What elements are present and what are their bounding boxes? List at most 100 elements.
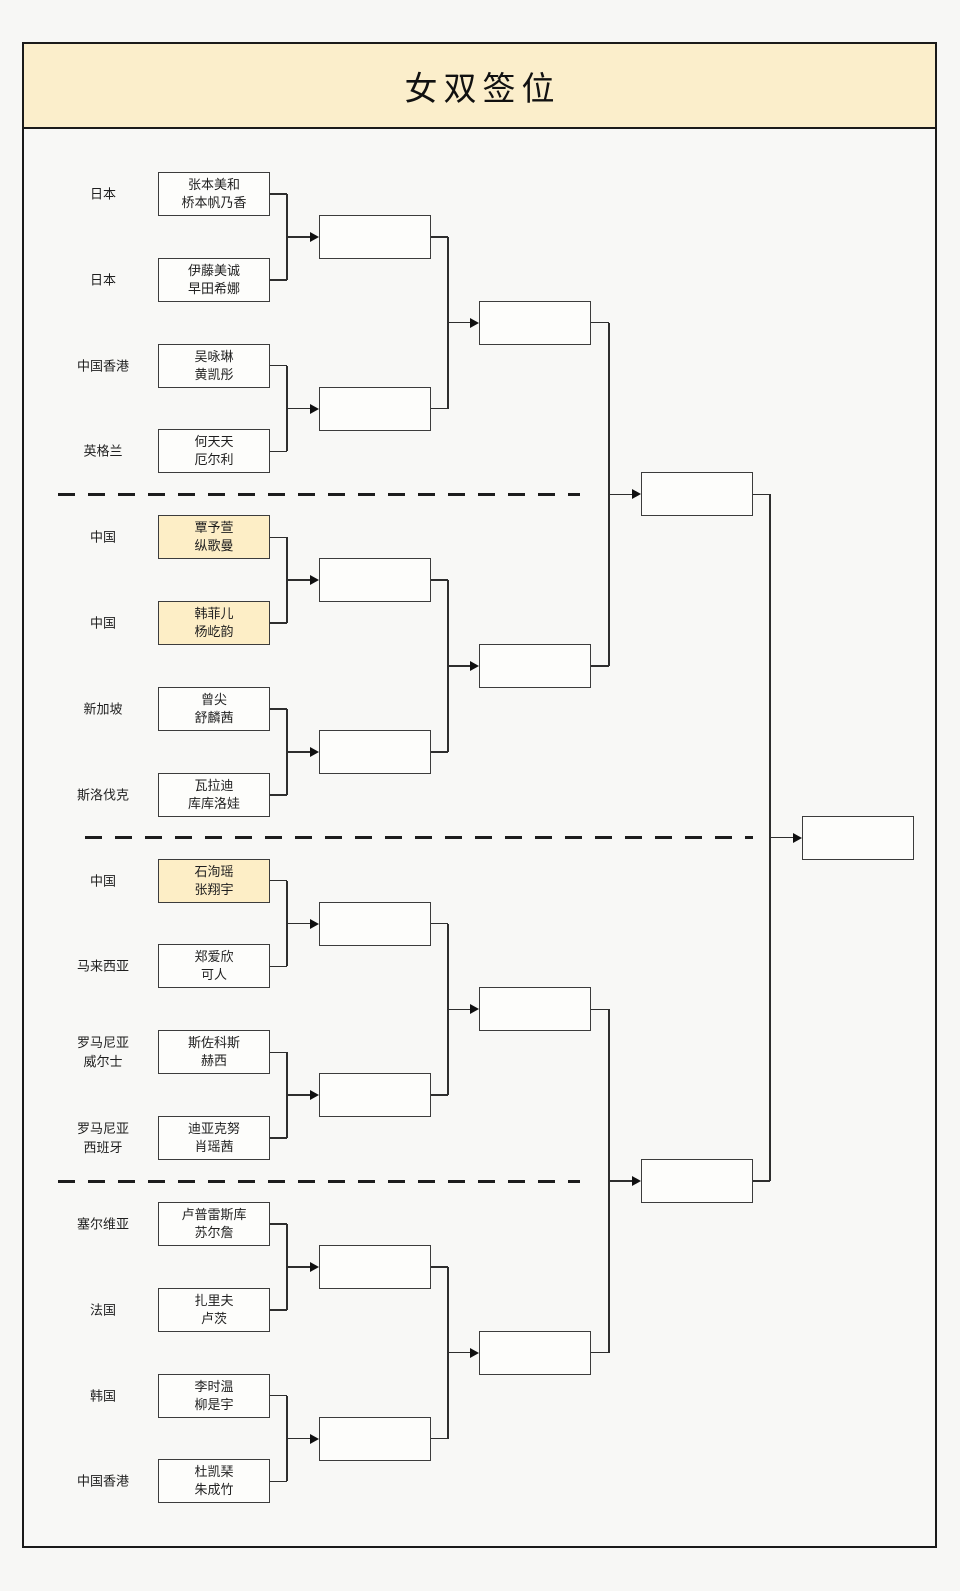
connector-line	[448, 321, 471, 324]
country-label: 罗马尼亚 西班牙	[76, 1121, 129, 1156]
connector-line	[270, 364, 287, 367]
player-name: 厄尔利	[194, 452, 234, 468]
connector-line	[270, 1137, 287, 1139]
connector-line	[753, 1180, 770, 1182]
connector-line	[270, 1480, 287, 1483]
country-label: 罗马尼亚 威尔士	[76, 1035, 129, 1070]
connector-line	[431, 1266, 448, 1268]
player-name: 何天天	[194, 434, 234, 450]
arrowhead-icon	[470, 1004, 479, 1015]
quarter-divider	[58, 1179, 580, 1183]
country-label: 新加坡	[83, 701, 123, 717]
connector-line	[270, 1223, 287, 1225]
player-name: 石洵瑶	[194, 863, 234, 879]
player-name: 卢茨	[200, 1310, 227, 1326]
connector-line	[270, 193, 287, 195]
connector-line	[591, 321, 609, 324]
connector-line	[448, 1351, 471, 1354]
country-label: 日本	[89, 272, 116, 288]
arrowhead-icon	[310, 918, 319, 929]
connector-line	[591, 1008, 609, 1011]
country-label: 塞尔维亚	[76, 1216, 129, 1232]
arrowhead-icon	[310, 1261, 319, 1272]
entry-box: 迪亚克努肖瑶茜	[158, 1116, 270, 1161]
country-label: 斯洛伐克	[76, 787, 129, 803]
country-label: 中国	[89, 873, 116, 889]
connector-line	[431, 922, 448, 925]
arrowhead-icon	[310, 746, 319, 757]
connector-line	[591, 1351, 609, 1354]
player-name: 赫西	[200, 1053, 227, 1069]
player-name: 瓦拉迪	[194, 777, 234, 793]
entry-box: 伊藤美诚早田希娜	[158, 257, 270, 302]
country-label: 日本	[89, 186, 116, 202]
entry-box: 扎里夫卢茨	[158, 1287, 270, 1332]
connector-line	[270, 965, 287, 968]
arrowhead-icon	[793, 832, 802, 843]
arrowhead-icon	[310, 403, 319, 414]
entry-box: 郑爱欣可人	[158, 944, 270, 989]
entry-box: 杜凯琹朱成竹	[158, 1459, 270, 1504]
entry-box: 张本美和桥本帆乃香	[158, 172, 270, 216]
winner-box-r16-6	[319, 1073, 431, 1118]
arrowhead-icon	[310, 575, 319, 586]
winner-box-r16-8	[319, 1416, 431, 1461]
winner-box-r16-3	[319, 558, 431, 603]
country-label: 马来西亚	[76, 958, 129, 974]
arrowhead-icon	[470, 1347, 479, 1358]
entry-box: 覃予萱纵歌曼	[158, 515, 270, 560]
player-name: 郑爱欣	[194, 949, 234, 965]
connector-line	[270, 450, 287, 453]
arrowhead-icon	[470, 317, 479, 328]
player-name: 卢普雷斯库	[181, 1206, 247, 1222]
connector-line	[287, 1266, 311, 1268]
country-label: 中国香港	[76, 1473, 129, 1489]
country-label: 中国	[89, 615, 116, 631]
winner-box-r16-5	[319, 901, 431, 946]
player-name: 苏尔詹	[194, 1224, 234, 1240]
quarter-divider	[58, 492, 580, 496]
winner-box-qf-2	[479, 644, 591, 689]
connector-line	[287, 922, 311, 925]
player-name: 早田希娜	[187, 280, 240, 296]
country-label: 中国	[89, 529, 116, 545]
quarter-divider	[85, 836, 753, 840]
connector-line	[753, 493, 770, 496]
title-band: 女双签位	[22, 42, 937, 129]
entry-box: 吴咏琳黄凯彤	[158, 343, 270, 388]
winner-box-r16-2	[319, 386, 431, 431]
connector-line	[270, 622, 287, 624]
player-name: 张本美和	[187, 177, 240, 192]
player-name: 可人	[200, 967, 227, 983]
entry-box: 何天天厄尔利	[158, 429, 270, 474]
connector-line	[287, 1094, 311, 1096]
player-name: 张翔宇	[194, 881, 234, 897]
winner-box-r16-1	[319, 214, 431, 259]
connector-line	[431, 1094, 448, 1096]
player-name: 杨屹韵	[194, 624, 234, 640]
arrowhead-icon	[310, 1090, 319, 1101]
entry-box: 斯佐科斯赫西	[158, 1030, 270, 1075]
connector-line	[287, 579, 311, 581]
player-name: 吴咏琳	[194, 348, 234, 364]
arrowhead-icon	[310, 1433, 319, 1444]
winner-box-r16-7	[319, 1244, 431, 1289]
connector-line	[770, 836, 794, 839]
player-name: 桥本帆乃香	[181, 195, 247, 210]
player-name: 斯佐科斯	[187, 1035, 240, 1051]
entry-box: 韩菲儿杨屹韵	[158, 601, 270, 646]
player-name: 李时温	[194, 1378, 234, 1394]
connector-line	[431, 407, 448, 410]
entry-box: 石洵瑶张翔宇	[158, 858, 270, 903]
winner-box-qf-1	[479, 300, 591, 345]
connector-line	[270, 536, 287, 539]
player-name: 肖瑶茜	[194, 1139, 234, 1155]
player-name: 韩菲儿	[194, 606, 234, 622]
player-name: 库库洛娃	[187, 795, 240, 811]
country-label: 英格兰	[83, 443, 123, 459]
country-label: 法国	[89, 1302, 116, 1318]
player-name: 曾尖	[200, 691, 227, 707]
connector-line	[270, 879, 287, 882]
